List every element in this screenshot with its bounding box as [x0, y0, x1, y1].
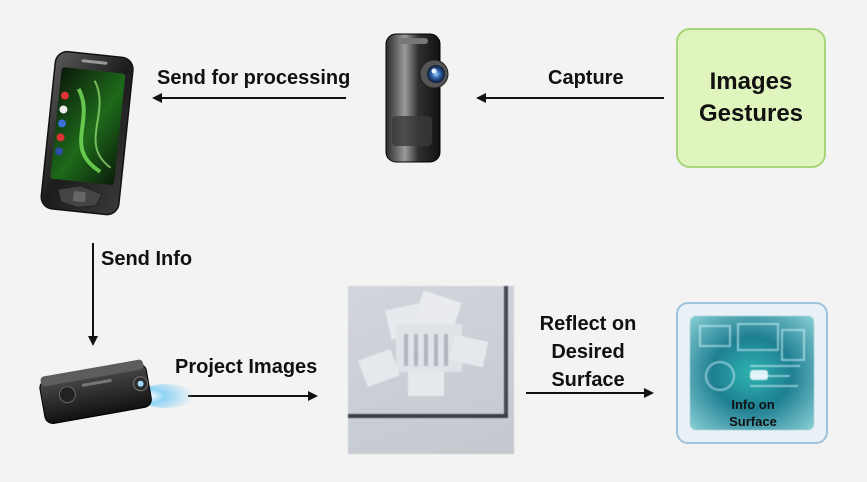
images-gestures-box: Images Gestures — [676, 28, 826, 168]
projection-frame-bottom — [348, 414, 508, 418]
capture-label: Capture — [548, 67, 624, 89]
projection-frame-right — [504, 286, 508, 416]
info-on-surface-label: Info on Surface — [718, 396, 788, 430]
send-for-processing-label: Send for processing — [157, 67, 351, 89]
smartphone-icon — [40, 50, 134, 216]
projected-images-icon — [348, 286, 514, 454]
reflect-label-line1: Reflect on — [539, 313, 637, 335]
camera-icon — [385, 33, 449, 163]
info-on-surface-line2: Surface — [729, 414, 777, 429]
send-info-label: Send Info — [101, 248, 193, 270]
info-on-surface-line1: Info on — [731, 397, 775, 412]
info-on-surface-box: Info on Surface — [676, 302, 828, 444]
projector-icon — [39, 359, 194, 424]
reflect-label-line3: Surface — [551, 369, 625, 391]
images-gestures-line1: Images — [709, 68, 793, 95]
reflect-label-line2: Desired — [551, 341, 625, 363]
reflect-label: Reflect on Desired Surface — [530, 310, 646, 394]
projected-photos-graphic — [358, 290, 489, 396]
images-gestures-line2: Gestures — [698, 100, 804, 127]
projected-surface-icon — [690, 316, 814, 430]
surface-ui-graphic — [699, 323, 805, 391]
project-images-label: Project Images — [175, 356, 318, 378]
